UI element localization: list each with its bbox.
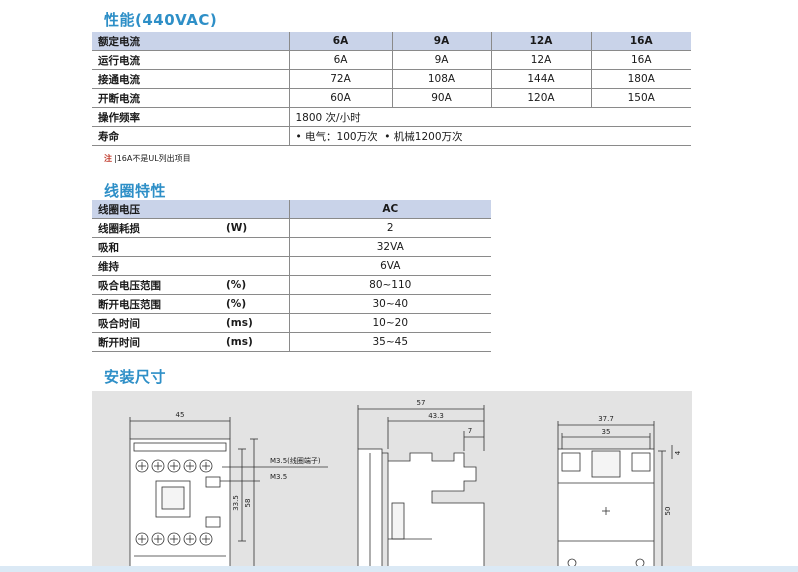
table-cell: 90A [391, 88, 491, 108]
back-height-label: 50 [664, 507, 672, 516]
row-label: 维持 [92, 256, 220, 276]
coil-table: 线圈电压 AC 线圈耗损 (W) 2 吸和 32VA 维持 6VA 吸合电压范围… [92, 200, 491, 352]
table-row: 寿命 • 电气：100万次 • 机械1200万次 [92, 126, 691, 146]
performance-table: 额定电流 6A 9A 12A 16A 运行电流 6A 9A 12A 16A 接通… [92, 32, 691, 146]
header-rated-current: 额定电流 [92, 32, 289, 51]
row-label: 断开电压范围 [92, 294, 220, 314]
table-cell: 60A [288, 88, 392, 108]
front-dim-335: 33.5 [232, 495, 240, 511]
table-cell: 150A [590, 88, 691, 108]
row-label: 接通电流 [92, 69, 289, 89]
row-label: 运行电流 [92, 50, 289, 70]
front-width-label: 45 [176, 411, 185, 419]
side-view [357, 405, 485, 572]
back-width-label: 37.7 [598, 415, 614, 423]
front-view [129, 417, 328, 572]
table-row: 操作频率 1800 次/小时 [92, 107, 691, 127]
side-small-label: 7 [468, 427, 472, 435]
row-unit [220, 237, 289, 257]
back-top-label: 4 [674, 450, 682, 455]
row-label: 断开时间 [92, 332, 220, 352]
row-label: 开断电流 [92, 88, 289, 108]
frequency-label: 操作频率 [92, 107, 289, 127]
row-unit: (ms) [220, 313, 289, 333]
row-label: 吸合时间 [92, 313, 220, 333]
coil-voltage-value: AC [288, 200, 491, 219]
table-cell: 12A [490, 50, 591, 70]
footnote: 注|16A不是UL列出项目 [104, 154, 191, 163]
table-cell: 144A [490, 69, 591, 89]
header-12a: 12A [490, 32, 591, 51]
dimensions-title: 安装尺寸 [104, 368, 167, 386]
table-cell: 120A [490, 88, 591, 108]
table-cell: 180A [590, 69, 691, 89]
table-cell: 32VA [288, 237, 491, 257]
table-row: 吸和 32VA [92, 237, 491, 257]
life-label: 寿命 [92, 126, 289, 146]
life-mechanical: • 机械1200万次 [384, 130, 463, 143]
table-cell: 6A [288, 50, 392, 70]
table-cell: 16A [590, 50, 691, 70]
row-label: 吸合电压范围 [92, 275, 220, 295]
side-width-label: 57 [417, 399, 426, 407]
row-label: 吸和 [92, 237, 220, 257]
table-cell: 80~110 [288, 275, 491, 295]
frequency-value: 1800 次/小时 [288, 107, 691, 127]
table-row: 断开时间 (ms) 35~45 [92, 332, 491, 352]
bottom-rule [0, 566, 798, 572]
drawings-svg: 45 M3.5(线圈端子) M3.5 33.5 58 57 43.3 7 37.… [129, 399, 682, 572]
dimension-drawings: 45 M3.5(线圈端子) M3.5 33.5 58 57 43.3 7 37.… [92, 391, 692, 572]
row-unit: (%) [220, 294, 289, 314]
table-row: 断开电压范围 (%) 30~40 [92, 294, 491, 314]
row-unit: (W) [220, 218, 289, 238]
row-unit: (%) [220, 275, 289, 295]
table-row: 运行电流 6A 9A 12A 16A [92, 50, 691, 70]
header-9a: 9A [391, 32, 491, 51]
coil-voltage-label: 线圈电压 [92, 200, 289, 219]
header-6a: 6A [288, 32, 392, 51]
back-inner-label: 35 [602, 428, 611, 436]
side-inner-label: 43.3 [428, 412, 444, 420]
table-cell: 108A [391, 69, 491, 89]
front-dim-58: 58 [244, 499, 252, 508]
table-cell: 10~20 [288, 313, 491, 333]
table-cell: 2 [288, 218, 491, 238]
table-row: 开断电流 60A 90A 120A 150A [92, 88, 691, 108]
row-unit [220, 256, 289, 276]
life-electrical: • 电气：100万次 [295, 130, 378, 143]
performance-header-row: 额定电流 6A 9A 12A 16A [92, 32, 691, 51]
front-terminal-label: M3.5(线圈端子) [270, 456, 321, 465]
note-mark: 注 [104, 154, 112, 163]
note-text: 16A不是UL列出项目 [116, 154, 191, 163]
coil-header-row: 线圈电压 AC [92, 200, 491, 219]
row-unit: (ms) [220, 332, 289, 352]
front-m35-label: M3.5 [270, 473, 287, 481]
table-cell: 30~40 [288, 294, 491, 314]
table-row: 线圈耗损 (W) 2 [92, 218, 491, 238]
table-row: 吸合时间 (ms) 10~20 [92, 313, 491, 333]
table-row: 维持 6VA [92, 256, 491, 276]
row-label: 线圈耗损 [92, 218, 220, 238]
header-16a: 16A [590, 32, 691, 51]
life-value: • 电气：100万次 • 机械1200万次 [288, 126, 691, 146]
back-view [557, 421, 673, 572]
table-cell: 9A [391, 50, 491, 70]
table-cell: 35~45 [288, 332, 491, 352]
table-row: 接通电流 72A 108A 144A 180A [92, 69, 691, 89]
table-cell: 72A [288, 69, 392, 89]
performance-title: 性能(440VAC) [104, 11, 218, 29]
coil-title: 线圈特性 [104, 182, 167, 200]
table-cell: 6VA [288, 256, 491, 276]
table-row: 吸合电压范围 (%) 80~110 [92, 275, 491, 295]
